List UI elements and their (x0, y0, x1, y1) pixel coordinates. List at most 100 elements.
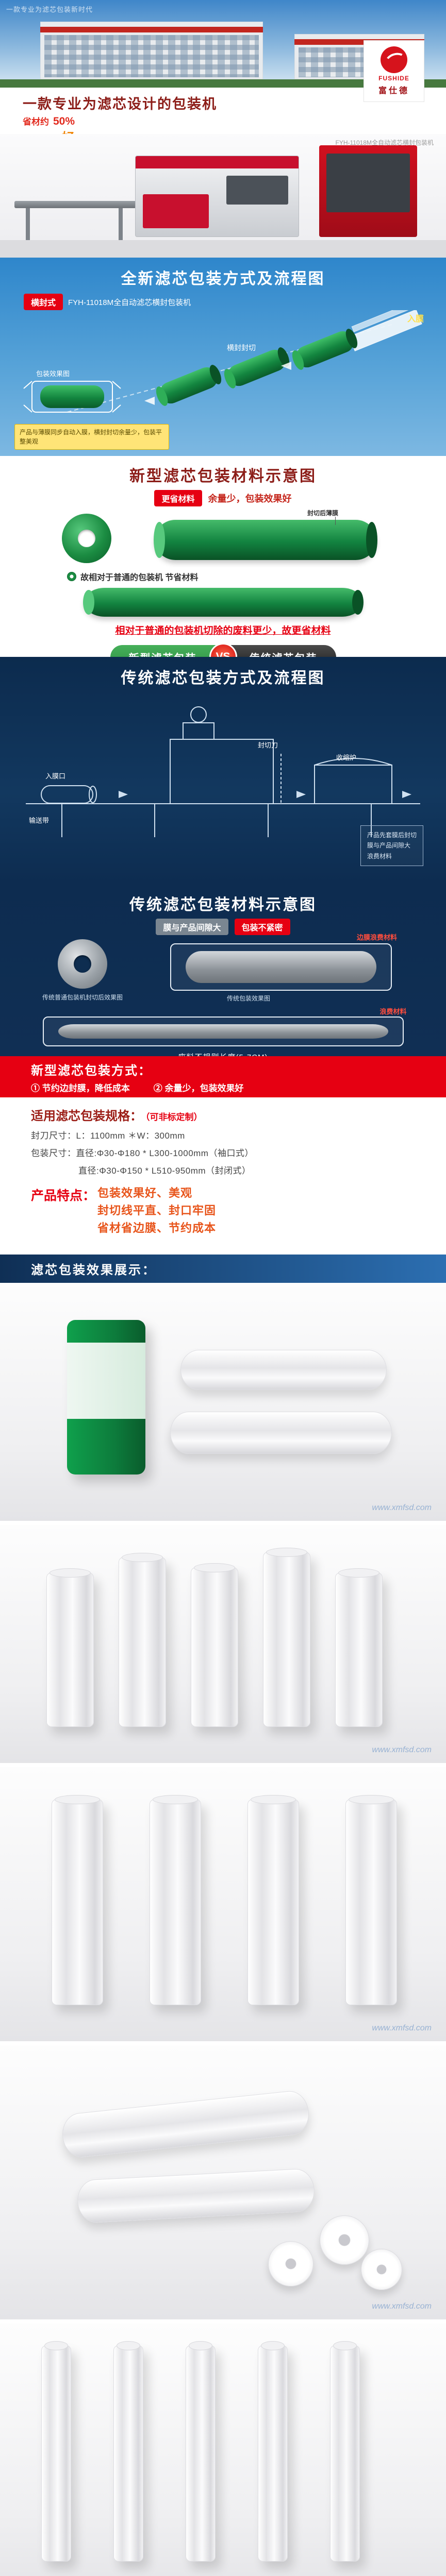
machine-caption: FYH-11018M全自动滤芯横封包装机 (335, 139, 434, 146)
filter-end-view (62, 514, 111, 563)
less-waste-line: 相对于普通的包装机切除的废料更少，故更省材料 (115, 625, 331, 636)
brand-logo: FUSHIDE 富仕德 (364, 40, 424, 102)
gap-tag: 膜与产品间隙大 (156, 919, 228, 935)
photo-watermark: www.xmfsd.com (372, 1745, 432, 1754)
save-note-line: 故相对于普通的包装机 节省材料 (67, 570, 446, 583)
spec-pack-size-1: 包装尺寸：直径:Φ30-Φ180 * L300-1000mm（袖口式） (31, 1148, 254, 1158)
filter-cartridge (292, 329, 358, 370)
wrapped-filter-standing (150, 1795, 201, 2005)
save-material-tag: 更省材料 (154, 490, 202, 506)
machine-body (135, 156, 299, 237)
film-roll (268, 2241, 313, 2286)
wrapped-filter-lying (60, 2089, 311, 2159)
gallery-photo-4: www.xmfsd.com (0, 2045, 446, 2324)
wrapped-filter-standing (258, 2341, 288, 2562)
model-row: 横封式 FYH-11018M全自动滤芯横封包装机 (24, 294, 446, 310)
mini-filter-icon (67, 572, 76, 581)
section-title: 全新滤芯包装方式及流程图 (121, 270, 325, 287)
wrapped-filter-standing (345, 1795, 397, 2005)
material-tags: 膜与产品间隙大 包装不紧密 (0, 919, 446, 935)
traditional-flow-diagram: 入膜口 封切刀 收缩炉 输送带 (26, 706, 420, 837)
photo-watermark: www.xmfsd.com (372, 2024, 432, 2032)
right-caption: 传统包装效果图 (227, 995, 271, 1002)
wrapped-filter-standing (247, 1795, 299, 2005)
model-name: FYH-11018M全自动滤芯横封包装机 (68, 298, 191, 307)
traditional-flow-note: 产品先套膜后封切 膜与产品间隙大 浪费材料 (360, 825, 423, 866)
wrapped-filter-standing (335, 1568, 383, 1727)
brand-name-cn: 富仕德 (378, 87, 409, 95)
section-title: 传统滤芯包装方式及流程图 (121, 670, 325, 687)
traditional-flow-section: 传统滤芯包装方式及流程图 入膜口 封切刀 收缩炉 输送带 产品先套膜后封切 膜与… (0, 657, 446, 884)
film-roll (361, 2249, 402, 2290)
specs-title: 适用滤芯包装规格： (31, 1109, 142, 1123)
material-tags: 更省材料 余量少，包装效果好 (0, 490, 446, 506)
wrapped-filter-standing (46, 1568, 94, 1727)
label-cutter: 封切刀 (258, 741, 278, 749)
traditional-material-section: 传统滤芯包装材料示意图 膜与产品间隙大 包装不紧密 传统普通包装机封切后效果图 … (0, 884, 446, 1056)
film-roll (320, 2215, 369, 2265)
wrapped-filter-standing (113, 2341, 143, 2562)
vs-traditional: 传统滤芯包装 (230, 645, 336, 657)
loose-wrapped-filter-long: 浪费材料 (42, 1008, 407, 1046)
wrapped-filter-standing (186, 2341, 216, 2562)
building-banner (294, 39, 424, 45)
specs-subtitle: （可非标定制） (145, 1112, 203, 1122)
vs-banner: 新型滤芯包装 VS 传统滤芯包装 (0, 643, 446, 657)
wrapped-product (23, 381, 121, 413)
new-flow-section: 全新滤芯包装方式及流程图 横封式 FYH-11018M全自动滤芯横封包装机 入膜 (0, 258, 446, 456)
filter-core (186, 951, 376, 983)
label-leader-line (335, 517, 336, 525)
wrapped-filter-standing (263, 1548, 310, 1727)
left-caption: 传统普通包装机封切后效果图 (42, 994, 123, 1001)
label-seal: 横封封切 (227, 344, 256, 352)
subtitle-effect: 包装效果好 (23, 130, 446, 134)
scrap-length-note: 废料不规则长度(5-7CM) (0, 1052, 446, 1056)
photo-watermark: www.xmfsd.com (372, 2302, 432, 2311)
wrapped-filter-lying (76, 2168, 316, 2224)
filter-cartridge (156, 365, 222, 406)
building-banner (40, 27, 263, 32)
feature-1: 包装效果好、美观 (97, 1187, 193, 1199)
flow-note: 产品与薄膜同步自动入膜，横封封切余量少，包装平整美观 (14, 424, 169, 450)
building-windows (44, 35, 259, 77)
machine-window (226, 176, 288, 205)
banner-points: ① 节约边封膜，降低成本 ② 余量少，包装效果好 (31, 1083, 244, 1093)
filter-end-view-gray (58, 939, 107, 989)
hedge (0, 79, 446, 88)
features-title: 产品特点： (31, 1189, 96, 1203)
gallery-photo-2: www.xmfsd.com (0, 1525, 446, 1767)
gallery-photo-5: www.xmfsd.com (0, 2324, 446, 2576)
hero-watermark: 一款专业为滤芯包装新时代 (6, 6, 93, 13)
filter-cartridge (224, 347, 290, 388)
waste-label: 浪费材料 (379, 1008, 407, 1015)
wrapped-filter-standing (330, 2341, 360, 2562)
feature-3: 省材省边膜、节约成本 (97, 1222, 217, 1235)
label-result: 包装效果图 (36, 370, 70, 378)
label-oven: 收缩炉 (336, 754, 356, 761)
section-title: 传统滤芯包装材料示意图 (129, 896, 317, 913)
gallery: www.xmfsd.com www.xmfsd.com www.xmfsd.co… (0, 1283, 446, 2576)
wrapped-filter-standing (191, 1563, 238, 1727)
banner-title: 新型滤芯包装方式： (31, 1063, 152, 1078)
label-film-in: 入膜 (407, 314, 424, 324)
machine-leg (26, 207, 30, 240)
factory-building (40, 22, 263, 79)
save-material-desc: 余量少，包装效果好 (208, 494, 292, 504)
wrapped-filter-lying (180, 1350, 387, 1390)
gallery-photo-3: www.xmfsd.com (0, 1767, 446, 2045)
new-material-section: 新型滤芯包装材料示意图 更省材料 余量少，包装效果好 封切后薄膜 故相对于普通的… (0, 456, 446, 657)
spec-pack-size-2: 直径:Φ30-Φ150 * L510-950mm（封闭式） (78, 1166, 251, 1176)
loose-tag: 包装不紧密 (234, 919, 290, 935)
features-section: 产品特点： 包装效果好、美观 封切线平直、封口牢固 省材省边膜、节约成本 (0, 1177, 446, 1255)
wrapped-filter-side (154, 520, 377, 560)
seal-type-tag: 横封式 (24, 294, 63, 310)
new-material-graphics: 封切后薄膜 (0, 510, 446, 567)
waste-label: 边膜浪费材料 (356, 934, 397, 941)
brand-name-en: FUSHIDE (378, 75, 409, 82)
film-label: 封切后薄膜 (307, 510, 339, 517)
wrapped-filter-standing (52, 1795, 103, 2005)
page-title: 一款专业为滤芯设计的包装机 (23, 96, 217, 112)
feature-2: 封切线平直、封口牢固 (97, 1204, 217, 1217)
machine-leg (119, 207, 123, 240)
